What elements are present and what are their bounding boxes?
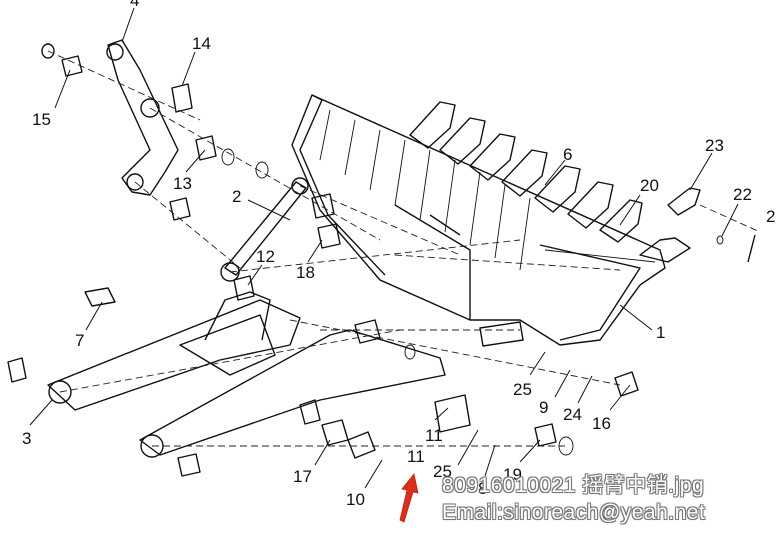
callout-15: 15 [32,110,51,129]
callout-19: 19 [503,465,522,484]
callout-13: 13 [173,174,192,193]
callout-25b: 25 [433,462,452,481]
callout-17: 17 [293,467,312,486]
assembly-lines [47,50,621,447]
callout-8: 8 [478,479,487,498]
callout-3: 3 [22,429,31,448]
watermark-email: Email:sinoreach@yeah.net [442,501,706,524]
callout-4: 4 [130,0,139,10]
pins-and-bushings [84,287,639,477]
callout-10: 10 [346,490,365,509]
spare-tooth-and-pins [639,187,761,263]
callout-9: 9 [539,398,548,417]
callout-11a: 11 [425,426,443,445]
callout-16: 16 [592,414,611,433]
callout-24: 24 [563,405,582,424]
callout-7: 7 [75,331,84,350]
callout-11b: 11 [407,447,425,466]
callout-2a: 2 [232,187,241,206]
callout-1: 1 [656,323,665,342]
red-arrow [399,473,419,523]
callout-12: 12 [256,247,275,266]
callout-20: 20 [640,176,659,195]
callout-14: 14 [192,34,211,53]
callout-25a: 25 [513,380,532,399]
watermark-filename: 80916010021 摇臂中销.jpg [442,474,705,497]
bucket [291,94,666,346]
callout-leaders [29,7,739,489]
callout-18: 18 [296,263,315,282]
callout-2b: 2 [766,207,775,226]
callout-numbers: 4 14 15 6 23 13 2 20 22 2 12 18 7 1 25 9… [22,0,775,509]
bucket-teeth [409,101,643,243]
callout-22: 22 [733,185,752,204]
callout-6: 6 [563,145,572,164]
callout-23: 23 [705,136,724,155]
rocker-link [41,39,235,221]
